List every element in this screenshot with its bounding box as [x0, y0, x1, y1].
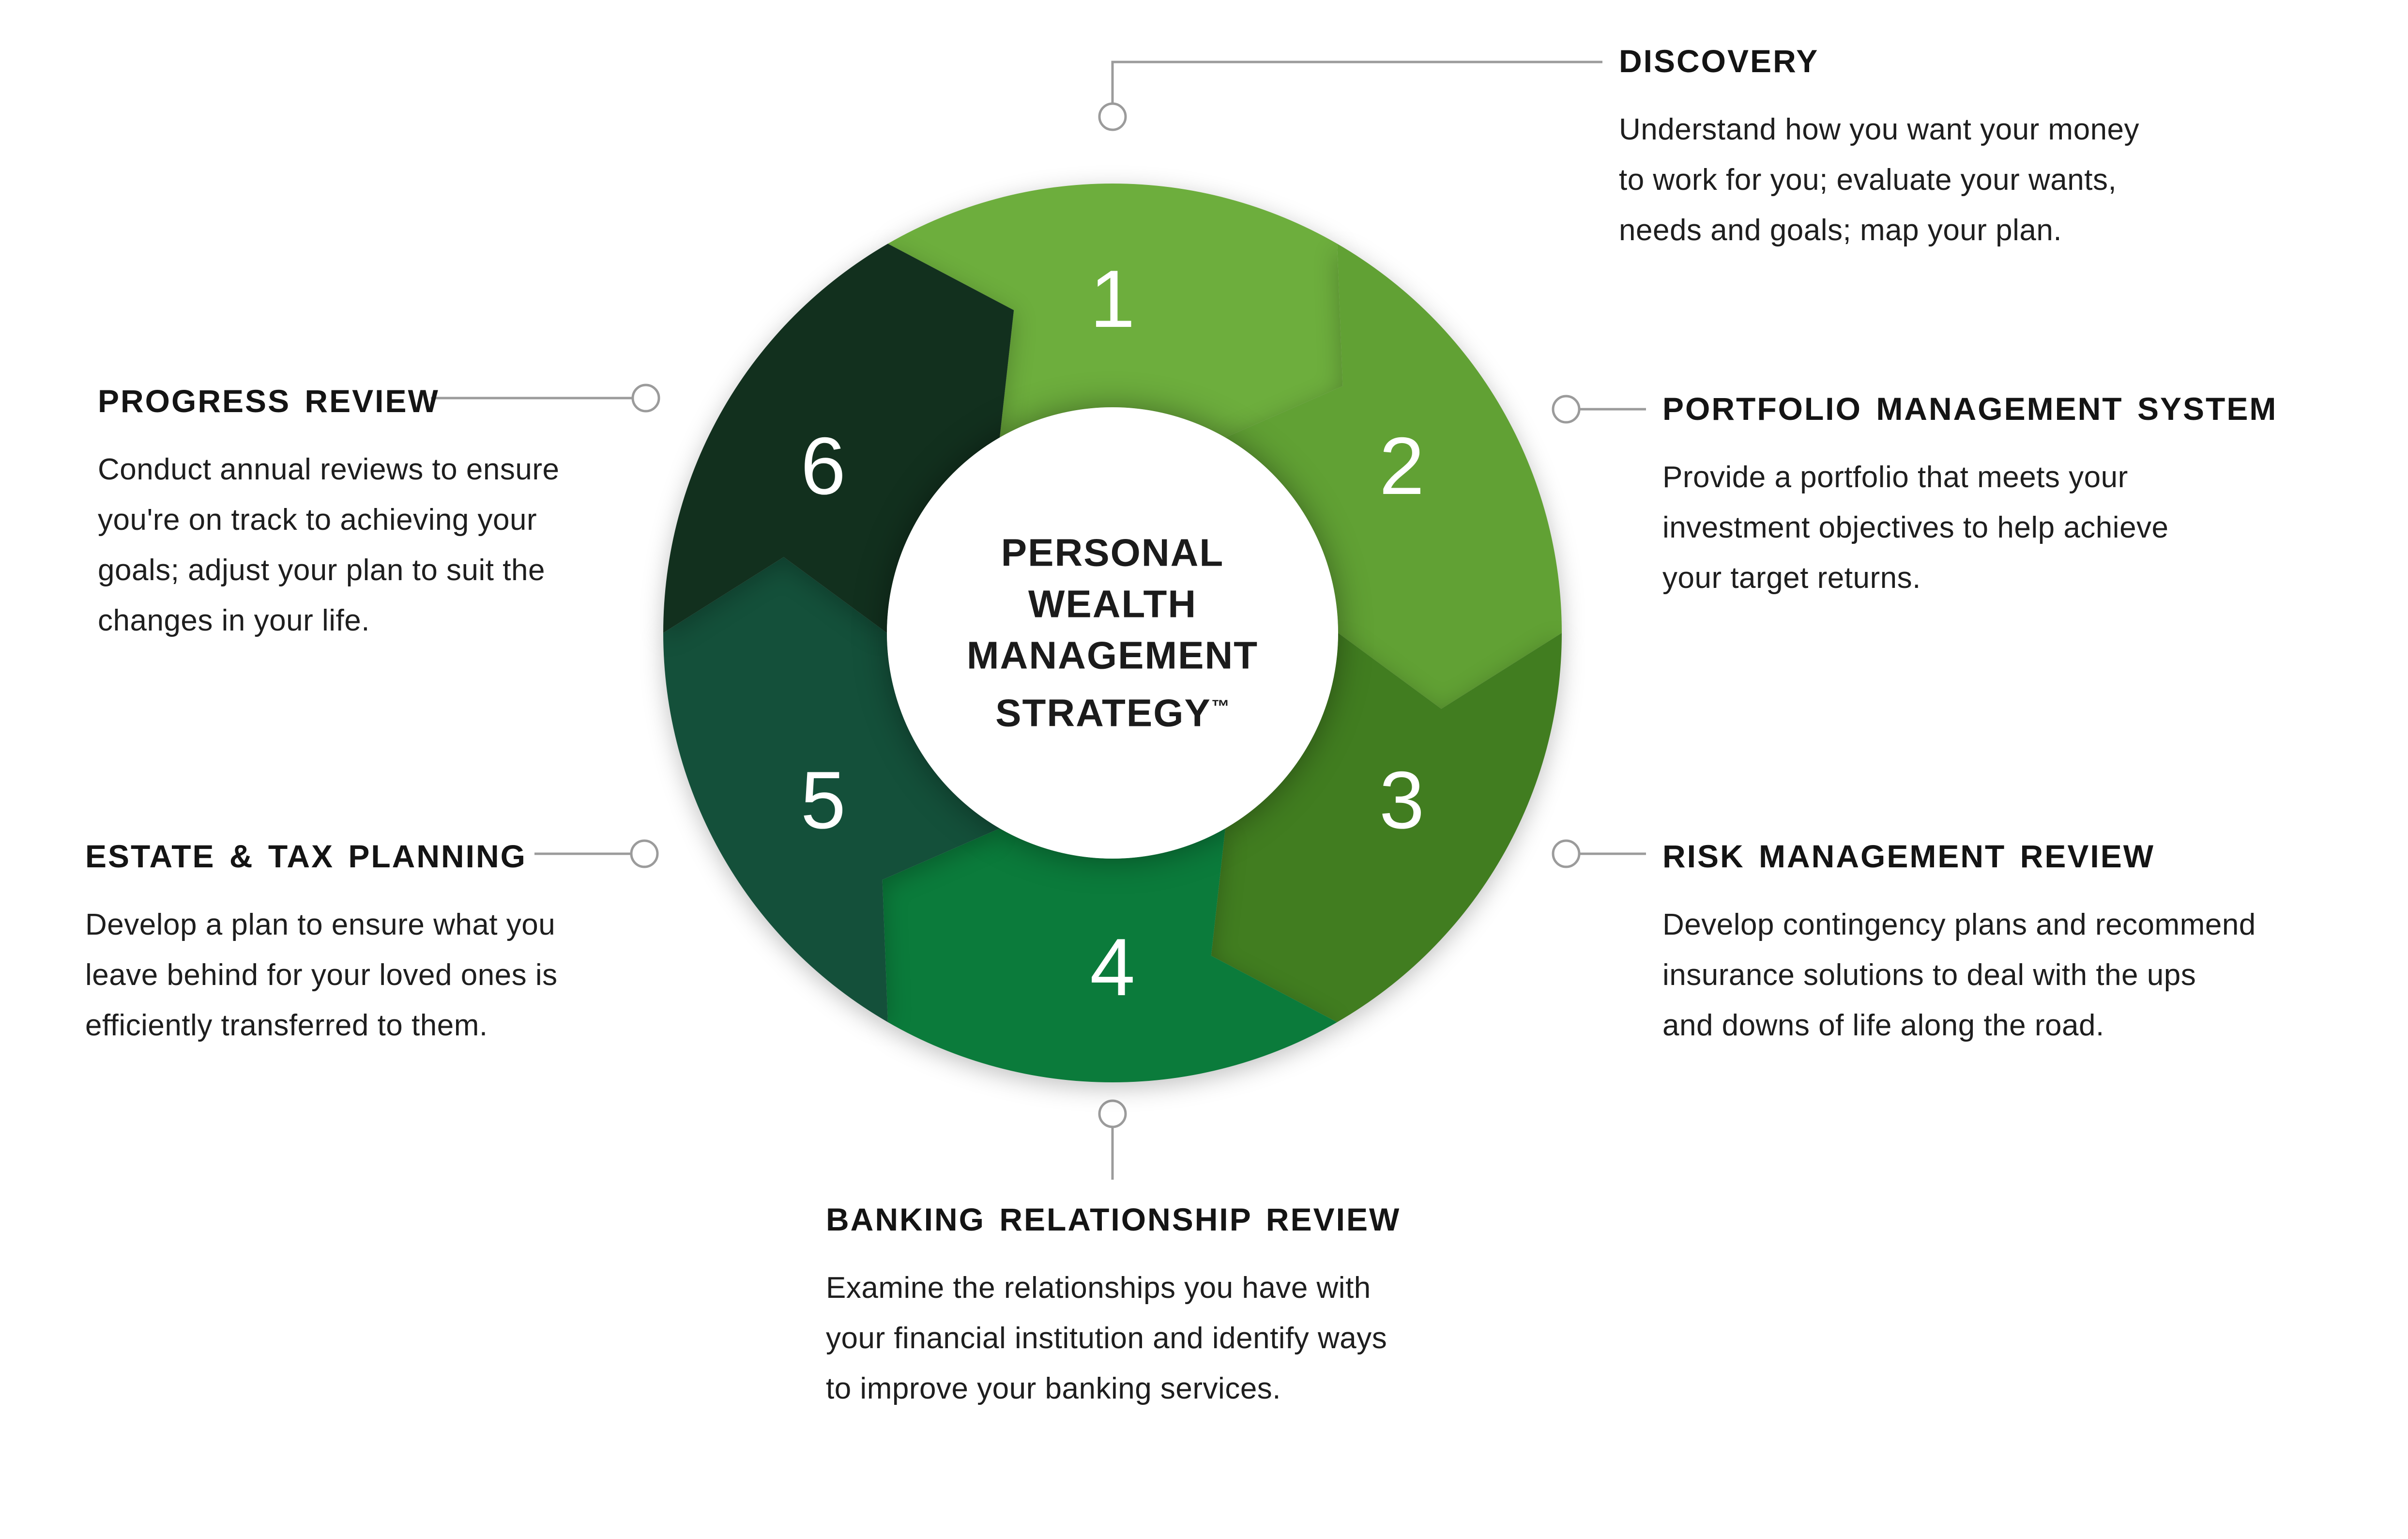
callout-title-banking: BANKING RELATIONSHIP REVIEW [826, 1201, 1401, 1237]
connector-node-risk [1552, 839, 1581, 868]
text-line: Provide a portfolio that meets your [1662, 461, 2128, 494]
callout-banking: BANKING RELATIONSHIP REVIEW Examine the … [826, 1201, 1401, 1414]
text-line: investment objectives to help achieve [1662, 511, 2169, 544]
connector-node-discovery [1098, 102, 1127, 131]
callout-body-portfolio: Provide a portfolio that meets your inves… [1662, 452, 2277, 603]
text-line: your financial institution and identify … [826, 1322, 1387, 1355]
wheel-segment-5 [663, 557, 1000, 1022]
segment-number-5: 5 [801, 754, 846, 846]
text-line: leave behind for your loved ones is [85, 958, 558, 992]
segment-number-3: 3 [1379, 754, 1424, 846]
wheel-hub [887, 407, 1338, 859]
connector-node-portfolio [1552, 395, 1581, 424]
segment-number-6: 6 [801, 420, 846, 511]
connector-node-progress [631, 384, 660, 413]
connector-lines [431, 61, 1646, 1180]
connector-nodes [630, 102, 1581, 1128]
trademark-symbol: ™ [1211, 696, 1230, 717]
text-line: and downs of life along the road. [1662, 1009, 2104, 1042]
callout-title-estate: ESTATE & TAX PLANNING [85, 838, 527, 874]
callout-estate: ESTATE & TAX PLANNING Develop a plan to … [85, 838, 558, 1051]
text-line: your target returns. [1662, 561, 1921, 595]
callout-body-progress: Conduct annual reviews to ensure you're o… [98, 445, 559, 646]
text-line: Examine the relationships you have with [826, 1271, 1371, 1305]
callout-body-banking: Examine the relationships you have with y… [826, 1263, 1401, 1414]
segment-number-4: 4 [1090, 922, 1135, 1013]
text-line: Develop a plan to ensure what you [85, 908, 556, 941]
center-title-line: WEALTH [1028, 582, 1197, 626]
text-line: Conduct annual reviews to ensure [98, 453, 560, 486]
callout-title-portfolio: PORTFOLIO MANAGEMENT SYSTEM [1662, 391, 2278, 427]
segment-number-2: 2 [1379, 420, 1424, 511]
callout-body-discovery: Understand how you want your money to wor… [1619, 105, 2139, 256]
text-line: you're on track to achieving your [98, 503, 537, 537]
center-title-line: STRATEGY™ [967, 681, 1258, 739]
connector-node-banking [1098, 1099, 1127, 1128]
connector-line-discovery [1111, 61, 1602, 103]
text-line: to work for you; evaluate your wants, [1619, 163, 2117, 197]
wheel-segment-3 [1211, 633, 1562, 1022]
callout-discovery: DISCOVERY Understand how you want your m… [1619, 43, 2139, 256]
text-line: Understand how you want your money [1619, 113, 2140, 146]
text-line: needs and goals; map your plan. [1619, 214, 2062, 247]
callout-title-progress: PROGRESS REVIEW [98, 383, 440, 419]
callout-body-estate: Develop a plan to ensure what you leave b… [85, 900, 558, 1051]
center-title: PERSONAL WEALTH MANAGEMENT STRATEGY™ [967, 527, 1258, 739]
callout-body-risk: Develop contingency plans and recommend i… [1662, 900, 2256, 1051]
text-line: changes in your life. [98, 604, 370, 637]
callout-title-risk: RISK MANAGEMENT REVIEW [1662, 838, 2155, 874]
text-line: to improve your banking services. [826, 1372, 1281, 1405]
center-title-line: PERSONAL [1001, 531, 1224, 574]
wheel-segment-4 [882, 828, 1337, 1083]
callout-risk: RISK MANAGEMENT REVIEW Develop contingen… [1662, 838, 2256, 1051]
wheel-segment-numbers: 1 2 3 4 5 6 [801, 253, 1425, 1013]
text-line: efficiently transferred to them. [85, 1009, 488, 1042]
callout-portfolio: PORTFOLIO MANAGEMENT SYSTEM Provide a po… [1662, 390, 2277, 603]
center-title-strategy: STRATEGY [995, 691, 1211, 735]
text-line: goals; adjust your plan to suit the [98, 554, 545, 587]
callout-progress: PROGRESS REVIEW Conduct annual reviews t… [98, 383, 559, 646]
wheel-segment-2 [1225, 244, 1562, 709]
center-title-line: MANAGEMENT [966, 633, 1259, 677]
wheel-segments [663, 183, 1562, 1083]
connector-node-estate [630, 839, 659, 868]
wheel-segment-1 [888, 183, 1343, 438]
text-line: insurance solutions to deal with the ups [1662, 958, 2196, 992]
text-line: Develop contingency plans and recommend [1662, 908, 2256, 941]
callout-title-discovery: DISCOVERY [1619, 43, 1819, 79]
segment-number-1: 1 [1090, 253, 1135, 344]
wheel-segment-6 [663, 244, 1014, 633]
